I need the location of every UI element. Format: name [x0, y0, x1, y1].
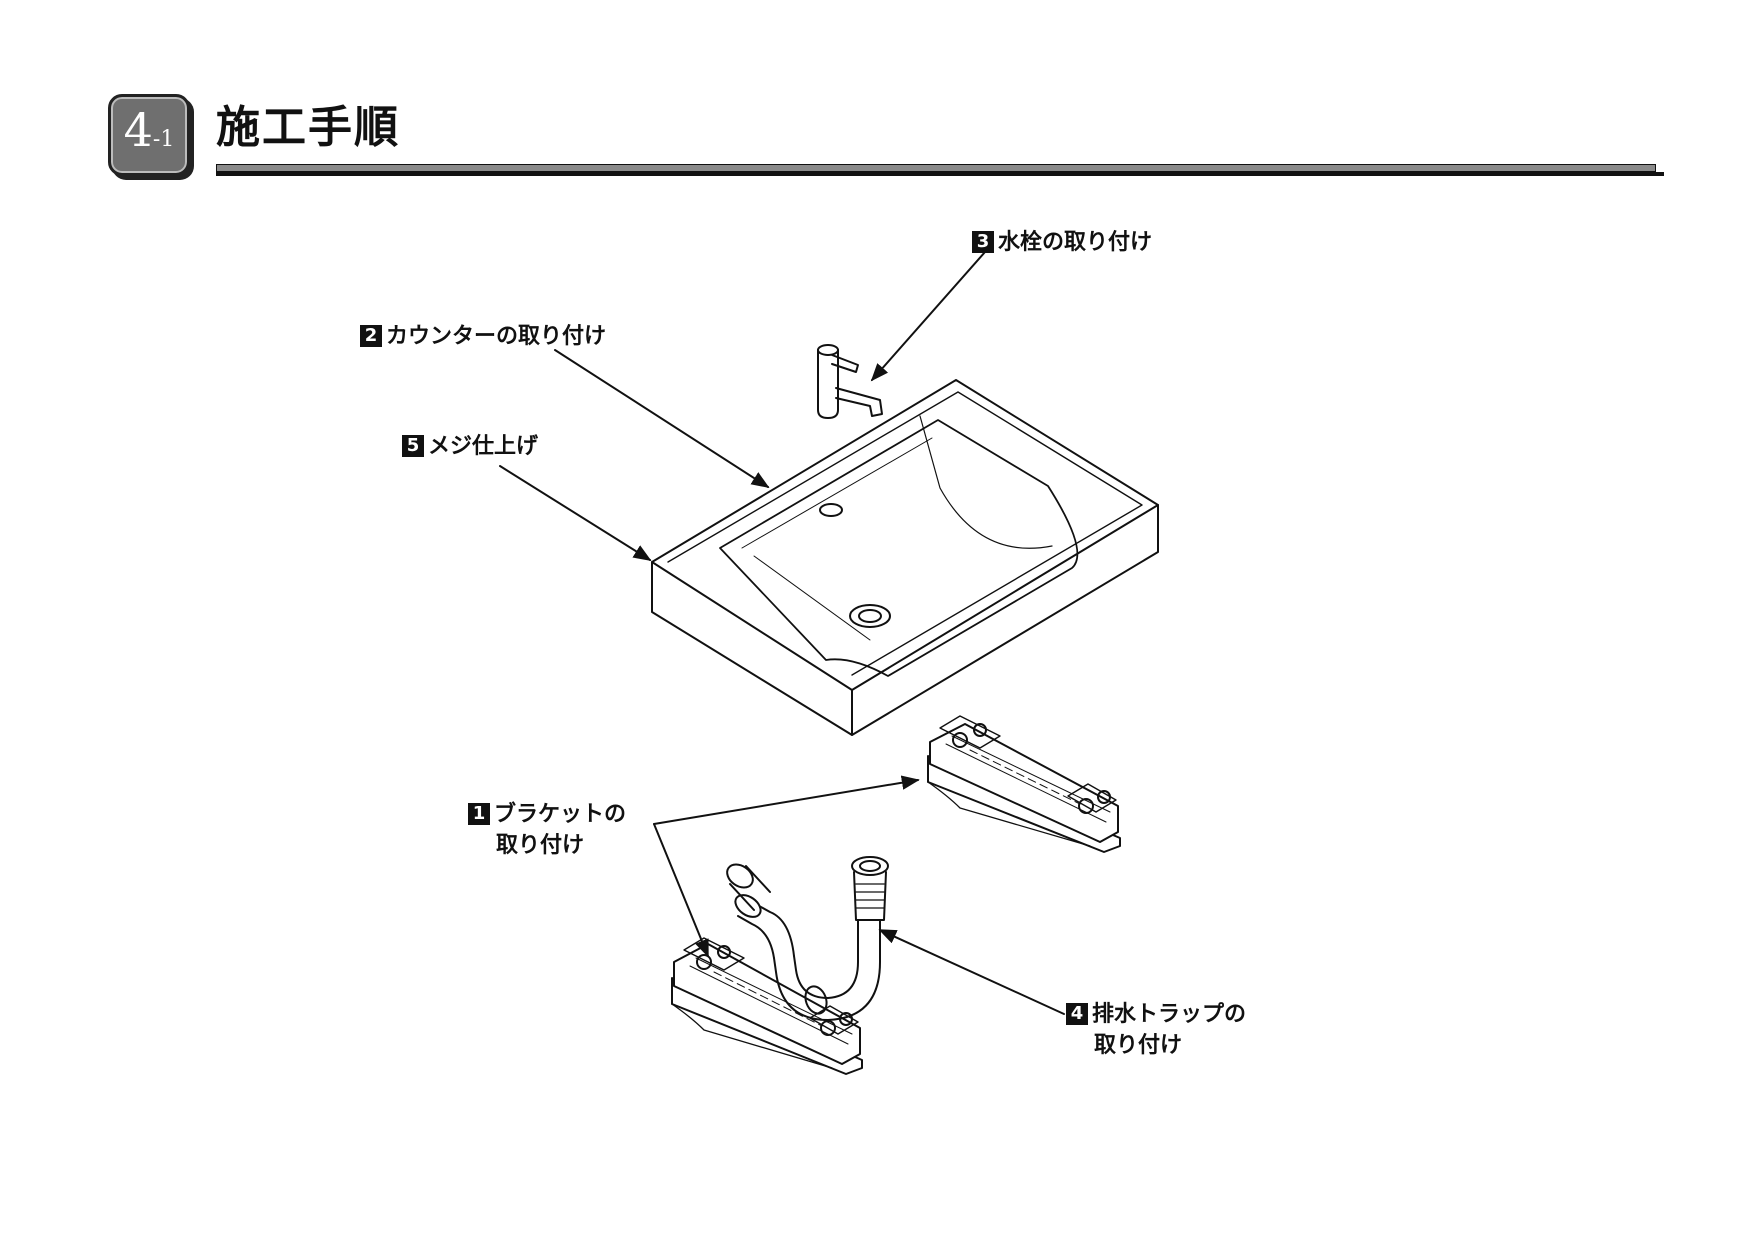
section-number-badge: 4-1	[108, 94, 190, 176]
callout-text-line2: 取り付け	[496, 832, 585, 858]
drain-trap	[726, 856, 889, 1021]
bracket-left	[671, 937, 863, 1075]
callout-text: メジ仕上げ	[428, 434, 539, 459]
step-number: 3	[972, 231, 994, 253]
callout-text-line2: 取り付け	[1094, 1032, 1183, 1058]
callout-text: 排水トラップの	[1092, 1002, 1247, 1027]
step-number: 5	[402, 435, 424, 457]
callout-text: ブラケットの	[494, 802, 627, 827]
callout-text: 水栓の取り付け	[998, 230, 1153, 255]
counter-basin	[651, 379, 1159, 736]
callout-text: カウンターの取り付け	[386, 324, 607, 349]
step-number: 1	[468, 803, 490, 825]
section-number-minor: -1	[152, 127, 175, 152]
title-underline	[216, 164, 1664, 176]
faucet	[817, 344, 883, 419]
section-number-major: 4	[123, 103, 153, 157]
page-title: 施工手順	[216, 102, 400, 153]
bracket-right	[927, 715, 1121, 853]
step-number: 4	[1066, 1003, 1088, 1025]
step-number: 2	[360, 325, 382, 347]
leader-lines	[499, 251, 1065, 1015]
